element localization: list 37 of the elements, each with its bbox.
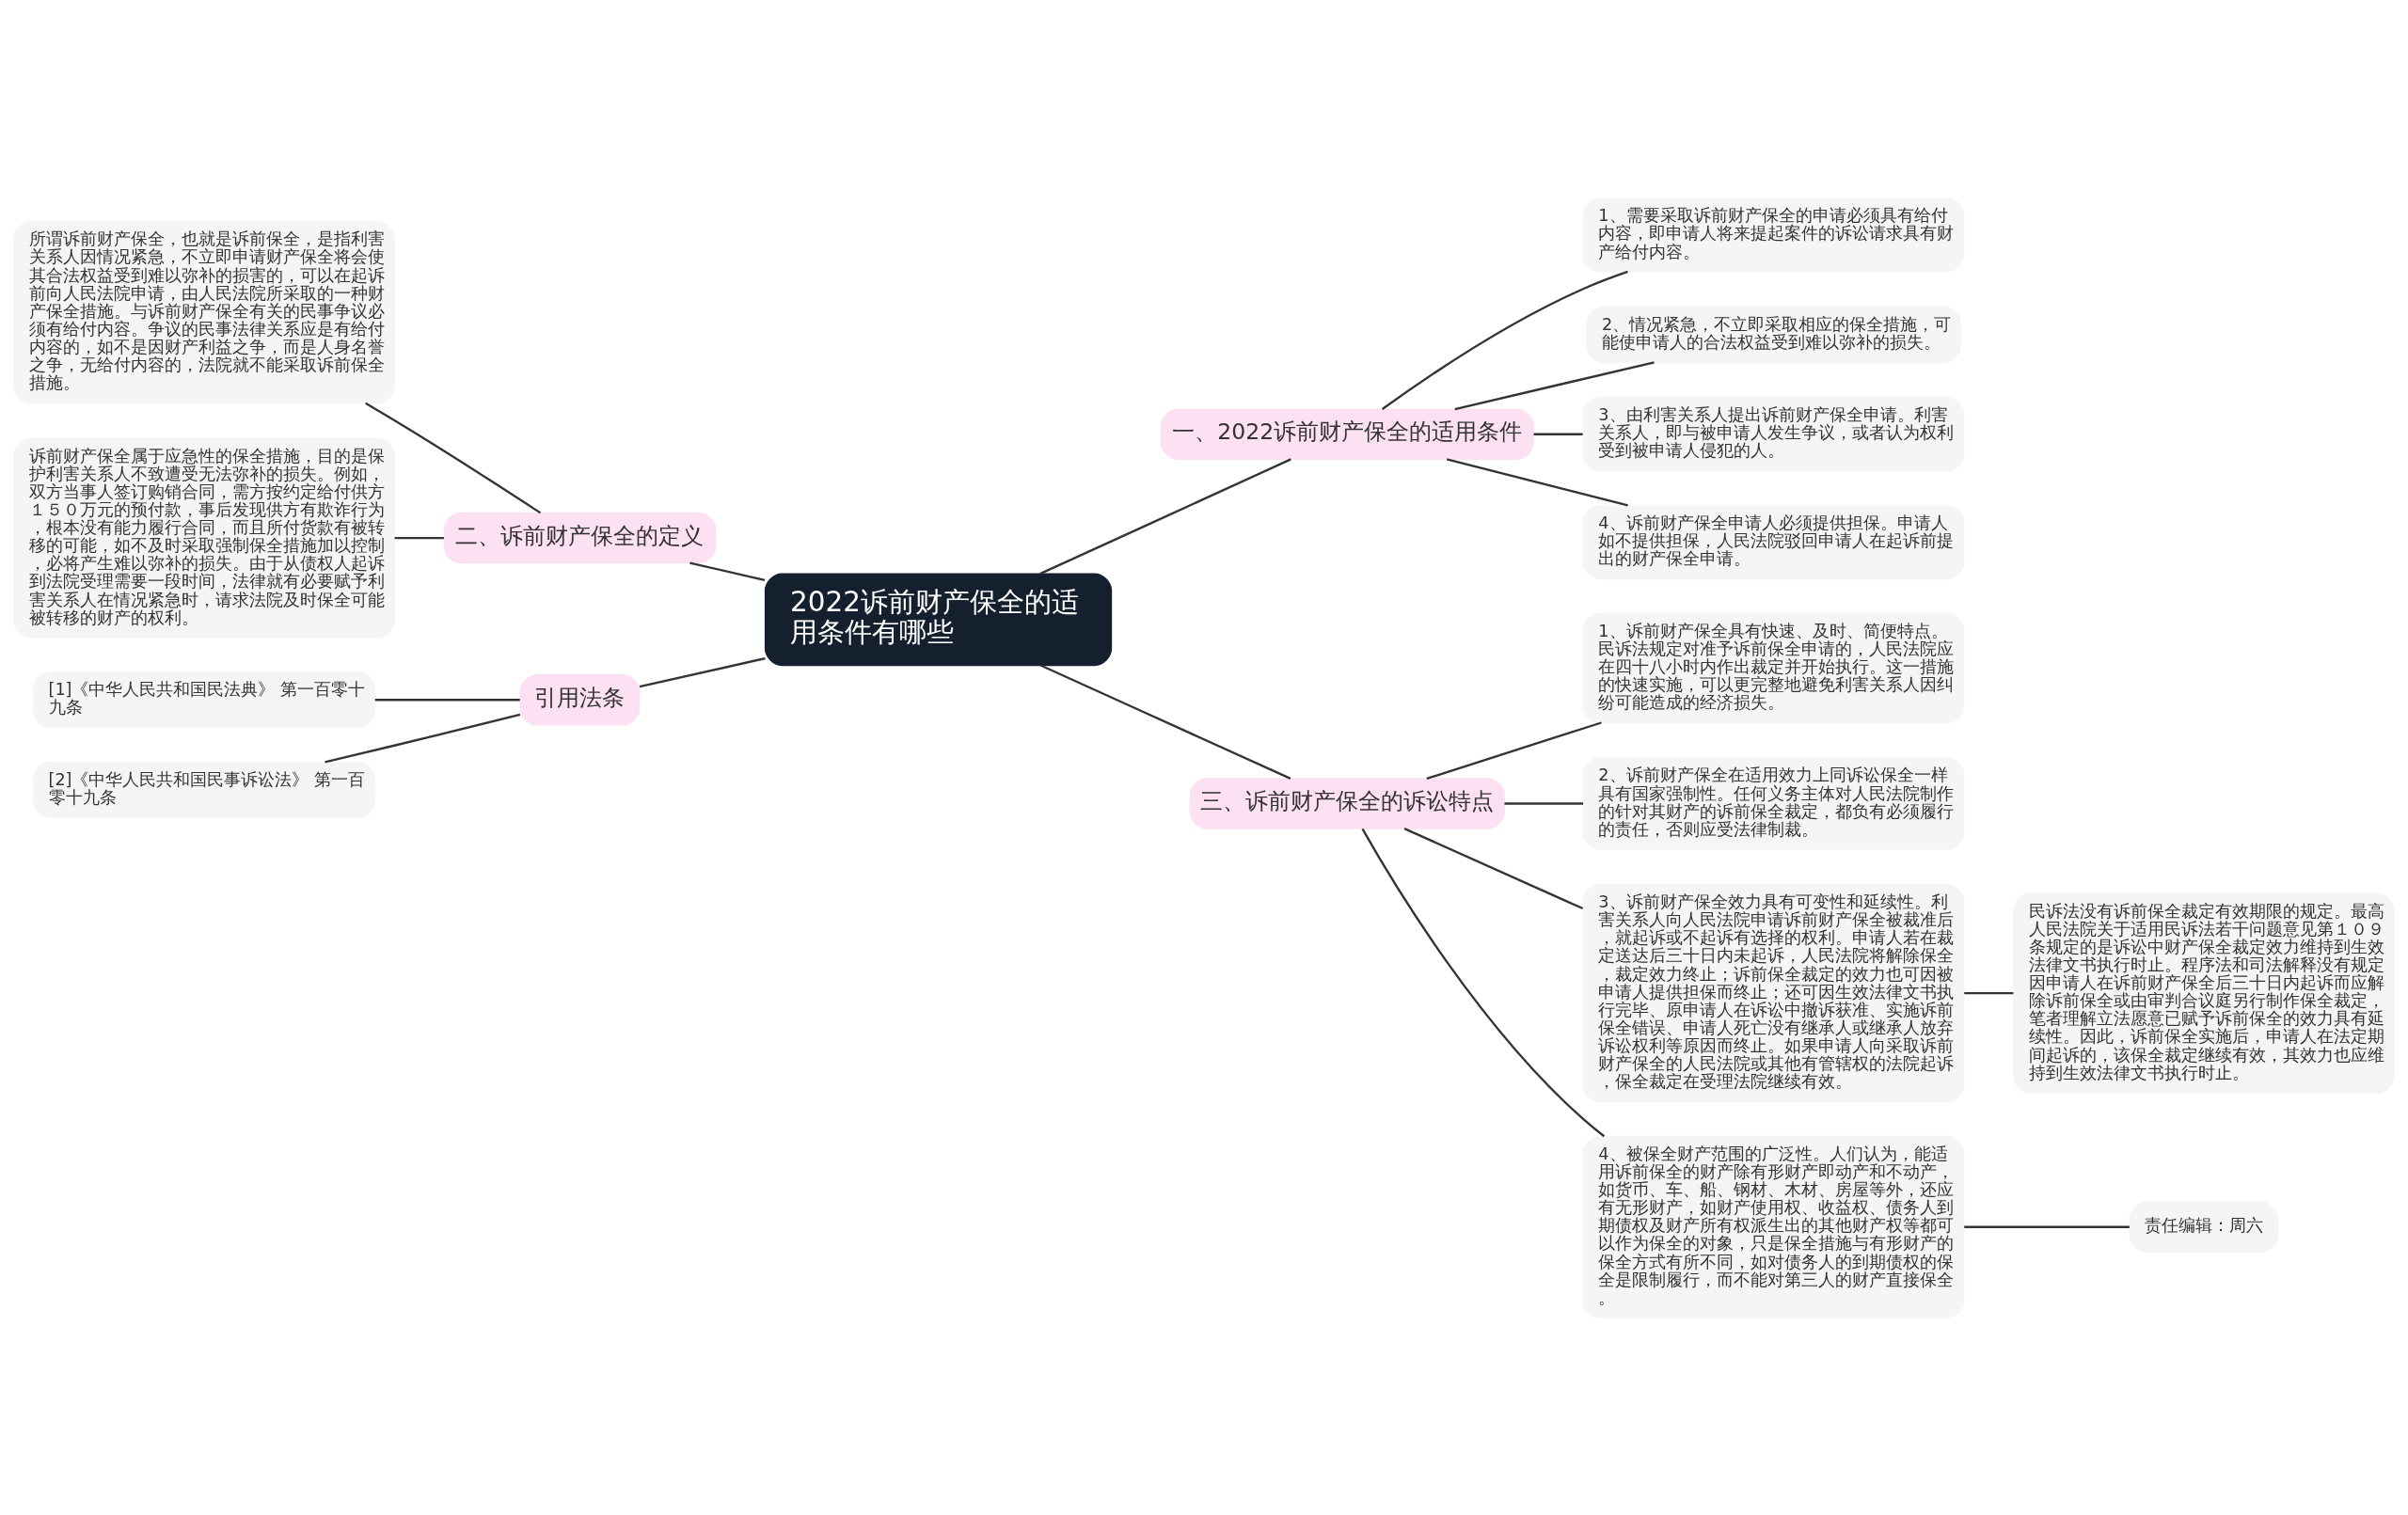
node-box: 2022诉前财产保全的适用条件有哪些 — [764, 573, 1113, 666]
connector — [1446, 457, 1628, 507]
connector — [325, 713, 521, 763]
node-box: 1、诉前财产保全具有快速、及时、简便特点。民诉法规定对准予诉前保全申请的，人民法院应在四十八小时内作出裁定并开始执行。这一措施的快速实施，可以更完整地避免利害关系人因纠纷可能造成的经济损失。 — [1582, 612, 1965, 723]
connector — [374, 698, 520, 701]
connector — [639, 656, 766, 687]
node-box: [2]《中华人民共和国民事诉讼法》 第一百零十九条 — [32, 761, 376, 818]
node-box: 民诉法没有诉前保全裁定有效期限的规定。最高人民法院关于适用民诉法若干问题意见第１０９条规定的是诉讼中财产保全裁定效力维持到生效法律文书执行时止。程序法和司法解释没有规定因申请人在诉前财产保全后三十日内起诉而应解除诉前保全或由审判合议庭另行制作保全裁定，笔者理解立法愿意已赋予诉前保全的效力具有延续性。因此，诉前保全实施后，申请人在法定期间起诉的，该保全裁定继续有效，其效力也应维持到生效法律文书执行时止。 — [2012, 892, 2395, 1094]
node-box: 3、诉前财产保全效力具有可变性和延续性。利害关系人向人民法院申请诉前财产保全被裁准后，就起诉或不起诉有选择的权利。申请人若在裁定送达后三十日内未起诉，人民法院将解除保全，裁定效力终止；诉前保全裁定的效力也可因被申请人提供担保而终止；还可因生效法律文书执行完毕、原申请人在诉讼中撤诉获准、实施诉前保全错误、申请人死亡没有继承人或继承人放弃诉讼权利等原因而终止。如果申请人向采取诉前财产保全的人民法院或其他有管辖权的法院起诉，保全裁定在受理法院继续有效。 — [1582, 883, 1965, 1102]
connector — [1454, 360, 1655, 410]
node-box: 1、需要采取诉前财产保全的申请必须具有给付内容，即申请人将来提起案件的诉讼请求具有财产给付内容。 — [1582, 197, 1965, 273]
node-box: 2、诉前财产保全在适用效力上同诉讼保全一样具有国家强制性。任何义务主体对人民法院制作的针对其财产的诉前保全裁定，都负有必须履行的责任，否则应受法律制裁。 — [1582, 756, 1965, 850]
connector — [1964, 991, 2014, 994]
node-box: 4、诉前财产保全申请人必须提供担保。申请人如不提供担保，人民法院驳回申请人在起诉前提出的财产保全申请。 — [1582, 504, 1965, 579]
connector — [1381, 270, 1628, 410]
node-box: 3、由利害关系人提出诉前财产保全申请。利害关系人，即与被申请人发生争议，或者认为权利受到被申请人侵犯的人。 — [1582, 396, 1965, 471]
connector — [1426, 720, 1602, 780]
connector — [689, 560, 766, 581]
node-box: 一、2022诉前财产保全的适用条件 — [1160, 408, 1534, 460]
node-box: 诉前财产保全属于应急性的保全措施，目的是保护利害关系人不致遭受无法弥补的损失。例如，双方当事人签订购销合同，需方按约定给付供方１５０万元的预付款，事后发现供方有欺诈行为，根本没有能力履行合同，而且所付货款有被转移的可能，如不及时采取强制保全措施加以控制，必将产生难以弥补的损失。由于从债权人起诉到法院受理需要一段时间，法律就有必要赋予利害关系人在情况紧急时，请求法院及时保全可能被转移的财产的权利。 — [13, 436, 396, 639]
connector — [365, 402, 542, 513]
node-box: 二、诉前财产保全的定义 — [443, 512, 717, 563]
node-box: 所谓诉前财产保全，也就是诉前保全，是指利害关系人因情况紧急，不立即申请财产保全将会使其合法权益受到难以弥补的损害的，可以在起诉前向人民法院申请，由人民法院所采取的一种财产保全措施。与诉前财产保全有关的民事争议必须有给付内容。争议的民事法律关系应是有给付内容的，如不是因财产利益之争，而是人身名誉之争，无给付内容的，法院就不能采取诉前保全措施。 — [13, 220, 396, 403]
node-box: 引用法条 — [519, 673, 641, 725]
connector — [394, 536, 444, 539]
node-box: 4、被保全财产范围的广泛性。人们认为，能适用诉前保全的财产除有形财产即动产和不动产，如货币、车、船、钢材、木材、房屋等外，还应有无形财产，如财产使用权、收益权、债务人到期债权及财产所有权派生出的其他财产权等都可以作为保全的对象，只是保全措施与有形财产的保全方式有所不同，如对债务人的到期债权的保全是限制履行，而不能对第三人的财产直接保全。 — [1582, 1135, 1965, 1318]
node-box: 责任编辑：周六 — [2129, 1201, 2279, 1253]
connector — [1964, 1225, 2130, 1228]
node-box: 三、诉前财产保全的诉讼特点 — [1189, 777, 1505, 829]
connector — [1039, 663, 1291, 780]
connector — [1533, 433, 1583, 435]
connector — [1361, 828, 1606, 1137]
connector — [1403, 827, 1584, 909]
node-box: [1]《中华人民共和国民法典》 第一百零十九条 — [32, 671, 376, 728]
connector — [1504, 801, 1584, 805]
node-box: 2、情况紧急，不立即采取相应的保全措施，可能使申请人的合法权益受到难以弥补的损失。 — [1586, 306, 1961, 363]
connector — [1039, 457, 1291, 575]
